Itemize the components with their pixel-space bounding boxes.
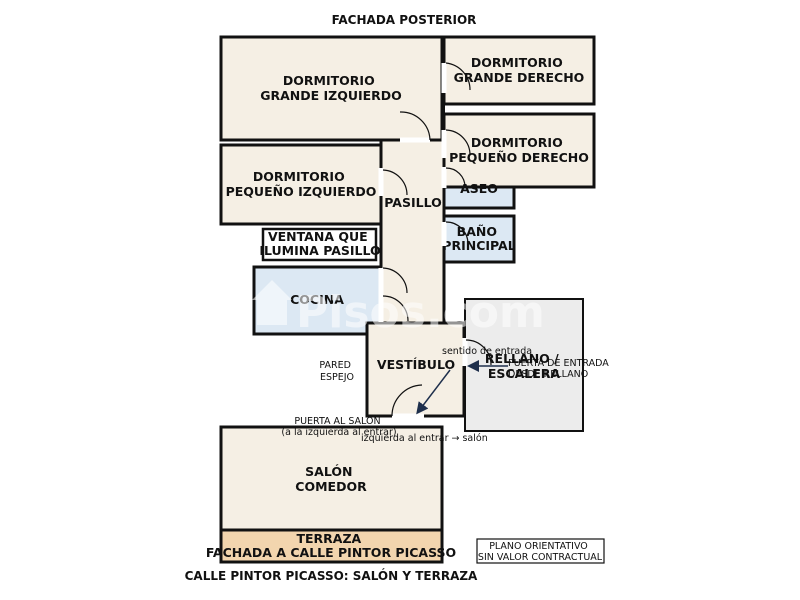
title-top: FACHADA POSTERIOR <box>332 13 477 27</box>
room-dormitorio-grande-derecho <box>442 35 596 106</box>
watermark-text: Pisos.com <box>296 287 545 338</box>
note-izquierda-salon: izquierda al entrar → salón <box>361 433 488 444</box>
note-puerta-entrada: PUERTA DE ENTRADA DESDE RELLANO <box>508 358 612 380</box>
label-rellano: RELLANO / ESCALERA <box>485 351 563 381</box>
label-dormitorio-pequeno-derecho: DORMITORIO PEQUEÑO DERECHO <box>449 135 589 165</box>
door-arc-dgd <box>445 62 471 91</box>
label-aseo: ASEO <box>460 181 498 196</box>
door-arc-bano <box>445 221 469 245</box>
room-terraza <box>219 528 444 564</box>
door-arc-dgi <box>399 111 431 141</box>
door-arc-cocina-1 <box>382 267 408 294</box>
room-salon <box>219 425 444 532</box>
label-dormitorio-pequeno-izquierdo: DORMITORIO PEQUEÑO IZQUIERDO <box>226 169 377 199</box>
label-dormitorio-grande-derecho: DORMITORIO GRANDE DERECHO <box>454 55 585 85</box>
door-arc-cocina-2 <box>382 295 409 322</box>
room-dormitorio-pequeno-derecho <box>442 112 596 189</box>
house-icon <box>252 280 292 325</box>
salon-arrow <box>416 369 451 415</box>
door-arc-aseo <box>445 167 466 188</box>
room-pasillo <box>379 138 446 325</box>
note-disclaimer: PLANO ORIENTATIVO SIN VALOR CONTRACTUAL <box>478 541 603 563</box>
door-arc-dpd <box>445 129 471 156</box>
note-sentido-entrada: sentido de entrada <box>442 346 532 357</box>
label-dormitorio-grande-izquierdo: DORMITORIO GRANDE IZQUIERDO <box>260 73 402 103</box>
watermark: Pisos.com <box>252 280 545 338</box>
title-bottom: CALLE PINTOR PICASSO: SALÓN Y TERRAZA <box>185 568 478 583</box>
label-salon: SALÓN COMEDOR <box>295 464 367 494</box>
room-aseo <box>442 185 516 210</box>
label-terraza: TERRAZA FACHADA A CALLE PINTOR PICASSO <box>206 531 456 560</box>
door-arc-dpi <box>382 169 408 196</box>
label-ventana: VENTANA QUE ILUMINA PASILLO <box>259 229 380 258</box>
label-vestibulo: VESTÍBULO <box>377 357 455 372</box>
note-pared-espejo: PARED ESPEJO <box>319 360 354 383</box>
room-dormitorio-grande-izquierdo <box>219 35 444 142</box>
disclaimer-box <box>476 538 605 564</box>
note-puerta-salon: PUERTA AL SALÓN (a la izquierda al entra… <box>281 415 396 438</box>
label-cocina: COCINA <box>290 292 344 307</box>
door-arc-entrada <box>465 339 492 366</box>
label-pasillo: PASILLO <box>384 195 441 210</box>
window-box <box>261 227 378 262</box>
door-arc-salon <box>391 384 423 417</box>
